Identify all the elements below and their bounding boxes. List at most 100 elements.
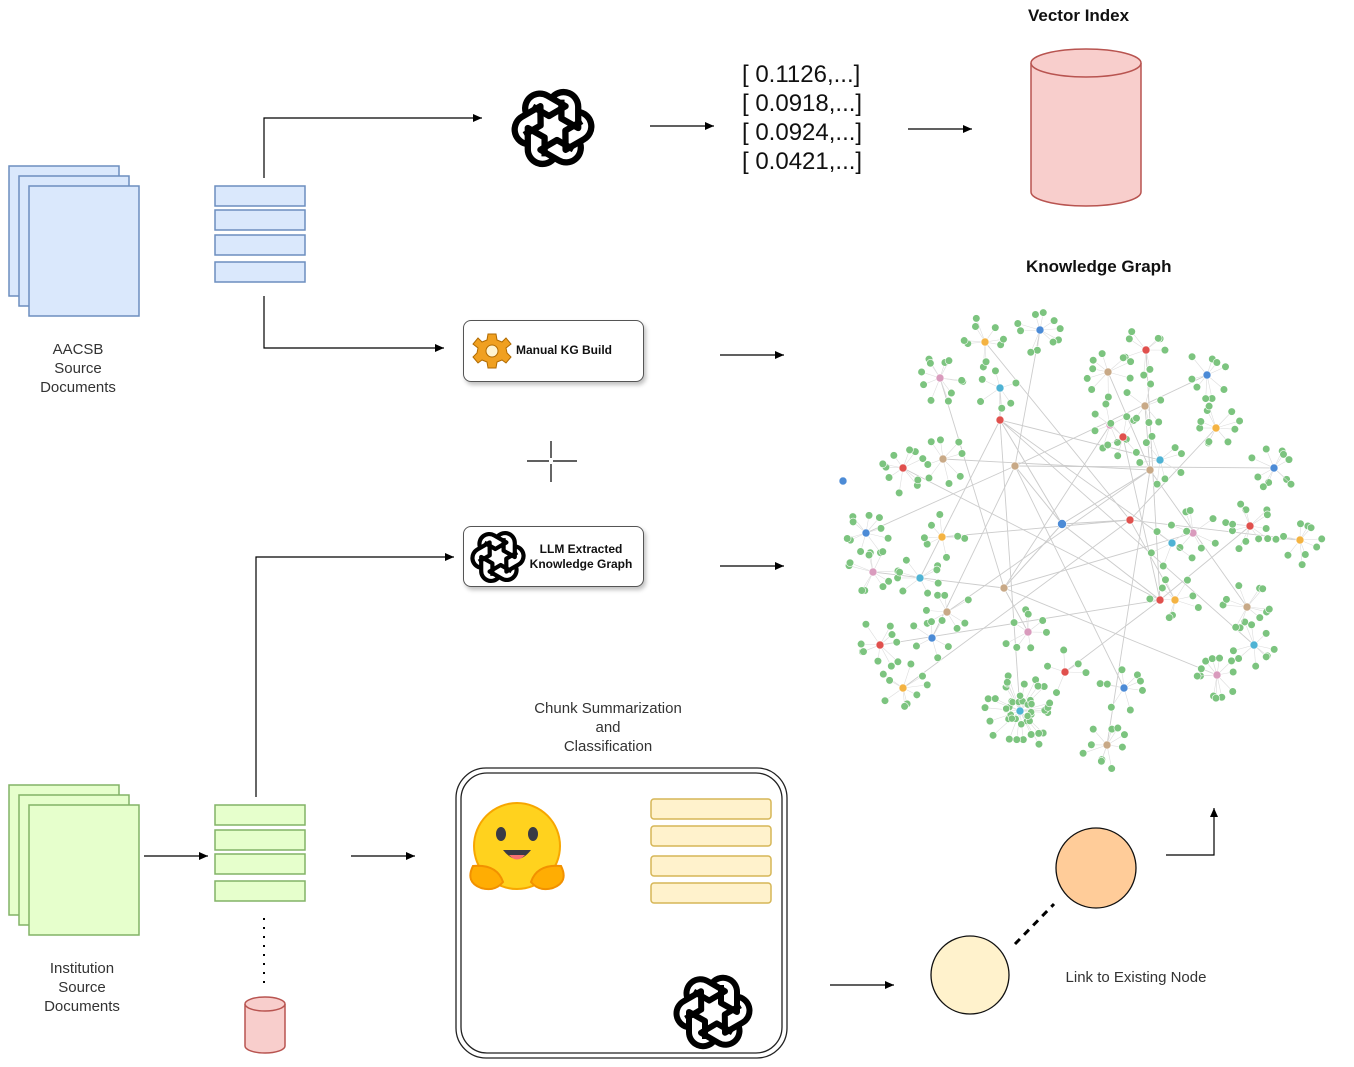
- kg-node: [939, 455, 947, 463]
- manual-kg-build-card: Manual KG Build: [463, 320, 644, 382]
- new-node: [931, 936, 1009, 1014]
- database-cylinder-icon: [245, 997, 285, 1053]
- openai-logo-icon: [509, 88, 596, 168]
- aacsb-label-line: AACSB: [20, 340, 136, 359]
- kg-node: [956, 473, 964, 481]
- kg-node: [1104, 368, 1112, 376]
- kg-node: [1248, 454, 1256, 462]
- kg-node: [1212, 694, 1220, 702]
- kg-node: [1222, 363, 1230, 371]
- kg-node: [906, 446, 914, 454]
- kg-node: [1262, 630, 1270, 638]
- kg-node: [1189, 592, 1197, 600]
- kg-node: [1103, 741, 1111, 749]
- kg-node: [1127, 706, 1135, 714]
- kg-node: [1260, 483, 1268, 491]
- kg-node: [945, 397, 953, 405]
- kg-node: [1183, 527, 1191, 535]
- kg-node: [1235, 655, 1243, 663]
- kg-node: [1058, 520, 1067, 529]
- kg-node: [1020, 680, 1028, 688]
- vector-row: [ 0.0918,...]: [742, 89, 862, 118]
- kg-node: [1264, 511, 1272, 519]
- kg-node: [977, 398, 985, 406]
- kg-node: [843, 535, 851, 543]
- llm-extracted-kg-card: LLM Extracted Knowledge Graph: [463, 526, 644, 587]
- kg-node: [1039, 617, 1047, 625]
- kg-node: [981, 338, 989, 346]
- chunk-summarization-line: Chunk Summarization: [508, 699, 708, 718]
- kg-node: [1027, 731, 1035, 739]
- kg-node: [1298, 561, 1306, 569]
- kg-node: [1121, 731, 1129, 739]
- kg-node: [860, 648, 868, 656]
- kg-node: [1032, 311, 1040, 319]
- kg-node: [1044, 662, 1052, 670]
- kg-node: [1243, 603, 1251, 611]
- kg-node: [1017, 327, 1025, 335]
- kg-node: [1285, 456, 1293, 464]
- vector-row: [ 0.0924,...]: [742, 118, 862, 147]
- kg-node: [1096, 680, 1104, 688]
- kg-node: [1036, 326, 1044, 334]
- institution-documents-icon: [9, 785, 139, 935]
- kg-node: [937, 436, 945, 444]
- kg-node: [925, 474, 933, 482]
- kg-node: [1250, 641, 1258, 649]
- kg-node: [1060, 646, 1068, 654]
- kg-node: [849, 518, 857, 526]
- kg-node: [1165, 614, 1173, 622]
- kg-node: [1035, 740, 1043, 748]
- kg-node: [890, 452, 898, 460]
- kg-node: [1098, 350, 1106, 358]
- kg-node: [919, 455, 927, 463]
- embedding-vectors: [ 0.1126,...] [ 0.0918,...] [ 0.0924,...…: [742, 60, 862, 176]
- kg-node: [1193, 383, 1201, 391]
- kg-node: [938, 533, 946, 541]
- kg-node: [934, 579, 942, 587]
- kg-node: [1216, 654, 1224, 662]
- kg-node: [886, 677, 894, 685]
- kg-node: [1089, 365, 1097, 373]
- institution-label-line: Institution: [24, 959, 140, 978]
- kg-node: [1246, 522, 1254, 530]
- kg-node: [839, 477, 847, 485]
- kg-node: [1024, 628, 1032, 636]
- kg-node: [1050, 317, 1058, 325]
- kg-node: [1168, 521, 1176, 529]
- kg-node: [1318, 535, 1326, 543]
- kg-node: [1091, 427, 1099, 435]
- kg-node: [1287, 480, 1295, 488]
- kg-node: [1155, 418, 1163, 426]
- kg-node: [858, 587, 866, 595]
- kg-node: [903, 556, 911, 564]
- kg-node: [1102, 400, 1110, 408]
- kg-node: [961, 619, 969, 627]
- kg-node: [991, 324, 999, 332]
- kg-node: [1013, 736, 1021, 744]
- kg-node: [1162, 576, 1170, 584]
- kg-node: [1016, 707, 1024, 715]
- kg-node: [1168, 539, 1176, 547]
- kg-node: [888, 662, 896, 670]
- kg-node: [1089, 356, 1097, 364]
- kg-node: [913, 642, 921, 650]
- kg-node: [894, 658, 902, 666]
- kg-node: [1211, 539, 1219, 547]
- knowledge-graph-title: Knowledge Graph: [1026, 257, 1171, 277]
- kg-node: [1235, 545, 1243, 553]
- kg-edge: [993, 711, 1020, 735]
- kg-node: [1156, 456, 1164, 464]
- kg-node: [1141, 402, 1149, 410]
- openai-logo-icon: [470, 529, 526, 585]
- kg-node: [1089, 725, 1097, 733]
- kg-node: [1255, 535, 1263, 543]
- kg-node: [1013, 644, 1021, 652]
- kg-node: [1188, 353, 1196, 361]
- link-dashed-edge: [1015, 904, 1054, 944]
- kg-node: [948, 389, 956, 397]
- kg-node: [958, 450, 966, 458]
- kg-node: [1159, 584, 1167, 592]
- kg-node: [982, 358, 990, 366]
- vector-index-title: Vector Index: [1028, 6, 1129, 26]
